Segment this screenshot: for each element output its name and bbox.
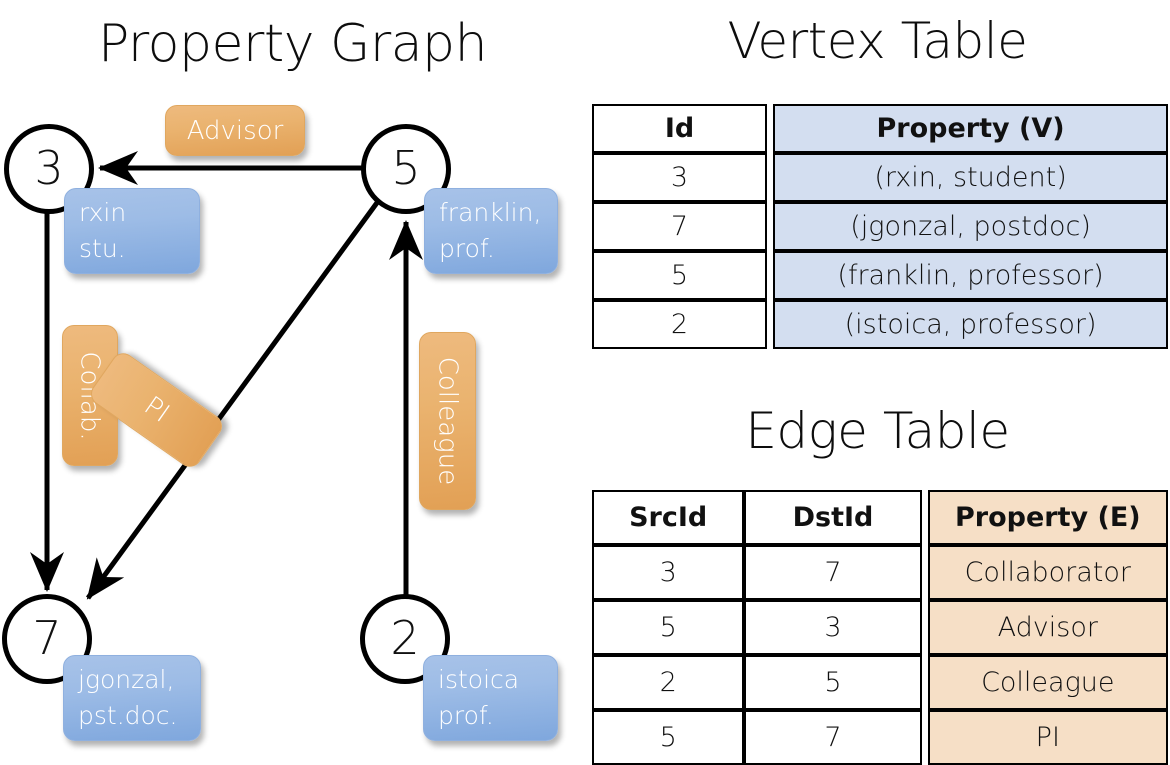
vertex-cell-id: 3 [592,153,768,202]
edge-cell-srcid: 3 [592,545,745,600]
edge-cell-dstid: 7 [744,710,922,765]
edge-cell-property: Collaborator [927,545,1168,600]
edge-col-header-srcid: SrcId [592,490,745,545]
vertex-cell-id: 2 [592,300,768,349]
page-title-edge-table: Edge Table [745,402,1010,460]
graph-node-5-label: 5 [391,141,421,195]
column-gap [921,600,928,655]
graph-edges-layer [30,151,423,600]
node-property-line: stu. [79,234,126,263]
graph-node-2-label: 2 [390,611,420,665]
node-property-line: pst.doc. [78,701,178,730]
edge-5-to-7 [85,198,382,600]
edge-col-header-property: Property (E) [927,490,1168,545]
edge-label-text: Colleague [432,356,463,486]
table-row: 2 5 Colleague [592,655,1168,710]
graph-node-2[interactable]: 2 [360,594,450,684]
edge-cell-dstid: 3 [744,600,922,655]
edge-cell-dstid: 7 [744,545,922,600]
node-property-line: rxin [79,197,127,227]
table-row: 3 (rxin, student) [592,153,1168,202]
graph-node-5[interactable]: 5 [361,124,451,214]
table-row: 5 3 Advisor [592,600,1168,655]
node-property-line: jgonzal, [78,664,175,694]
vertex-col-header-id: Id [592,104,768,153]
edge-table: SrcId DstId Property (E) 3 7 Collaborato… [592,490,1168,765]
table-row: 2 (istoica, professor) [592,300,1168,349]
edge-label-text: Advisor [186,115,284,146]
vertex-table-header-row: Id Property (V) [592,104,1168,153]
column-gap [767,300,774,349]
column-gap [921,710,928,765]
node-property-line: franklin, [439,197,542,227]
column-gap [767,202,774,251]
edge-col-header-dstid: DstId [744,490,922,545]
edge-label-text: PI [138,391,175,429]
vertex-cell-property: (jgonzal, postdoc) [773,202,1168,251]
edge-label-colleague: Colleague [419,332,476,510]
vertex-cell-id: 7 [592,202,768,251]
table-row: 7 (jgonzal, postdoc) [592,202,1168,251]
edge-label-advisor: Advisor [165,105,305,156]
vertex-cell-id: 5 [592,251,768,300]
edge-table-header-row: SrcId DstId Property (E) [592,490,1168,545]
node-property-line: prof. [439,234,495,263]
column-gap [767,153,774,202]
node-property-line: istoica [438,664,520,694]
edge-cell-property: Colleague [927,655,1168,710]
graph-node-3-label: 3 [34,141,64,195]
node-property-box-rxin: rxin stu. [64,188,200,274]
node-property-line: prof. [438,701,494,730]
column-gap [767,104,774,153]
graph-node-7-label: 7 [32,611,62,665]
vertex-cell-property: (rxin, student) [773,153,1168,202]
property-graph-diagram: 3 5 7 2 rxin stu. franklin, prof. jgonza… [0,0,585,760]
page-title-vertex-table: Vertex Table [727,12,1028,70]
vertex-table: Id Property (V) 3 (rxin, student) 7 (jgo… [592,104,1168,349]
edge-cell-srcid: 2 [592,655,745,710]
page-title-property-graph: Property Graph [97,14,488,74]
vertex-col-header-property: Property (V) [773,104,1168,153]
edge-cell-property: PI [927,710,1168,765]
vertex-cell-property: (istoica, professor) [773,300,1168,349]
table-row: 3 7 Collaborator [592,545,1168,600]
vertex-cell-property: (franklin, professor) [773,251,1168,300]
node-property-box-franklin: franklin, prof. [424,188,558,274]
edge-cell-srcid: 5 [592,600,745,655]
column-gap [921,655,928,710]
column-gap [767,251,774,300]
column-gap [921,545,928,600]
table-row: 5 7 PI [592,710,1168,765]
edge-cell-srcid: 5 [592,710,745,765]
edge-cell-dstid: 5 [744,655,922,710]
edge-cell-property: Advisor [927,600,1168,655]
node-property-box-jgonzal: jgonzal, pst.doc. [63,655,201,741]
node-property-box-istoica: istoica prof. [423,655,558,741]
table-row: 5 (franklin, professor) [592,251,1168,300]
column-gap [921,490,928,545]
